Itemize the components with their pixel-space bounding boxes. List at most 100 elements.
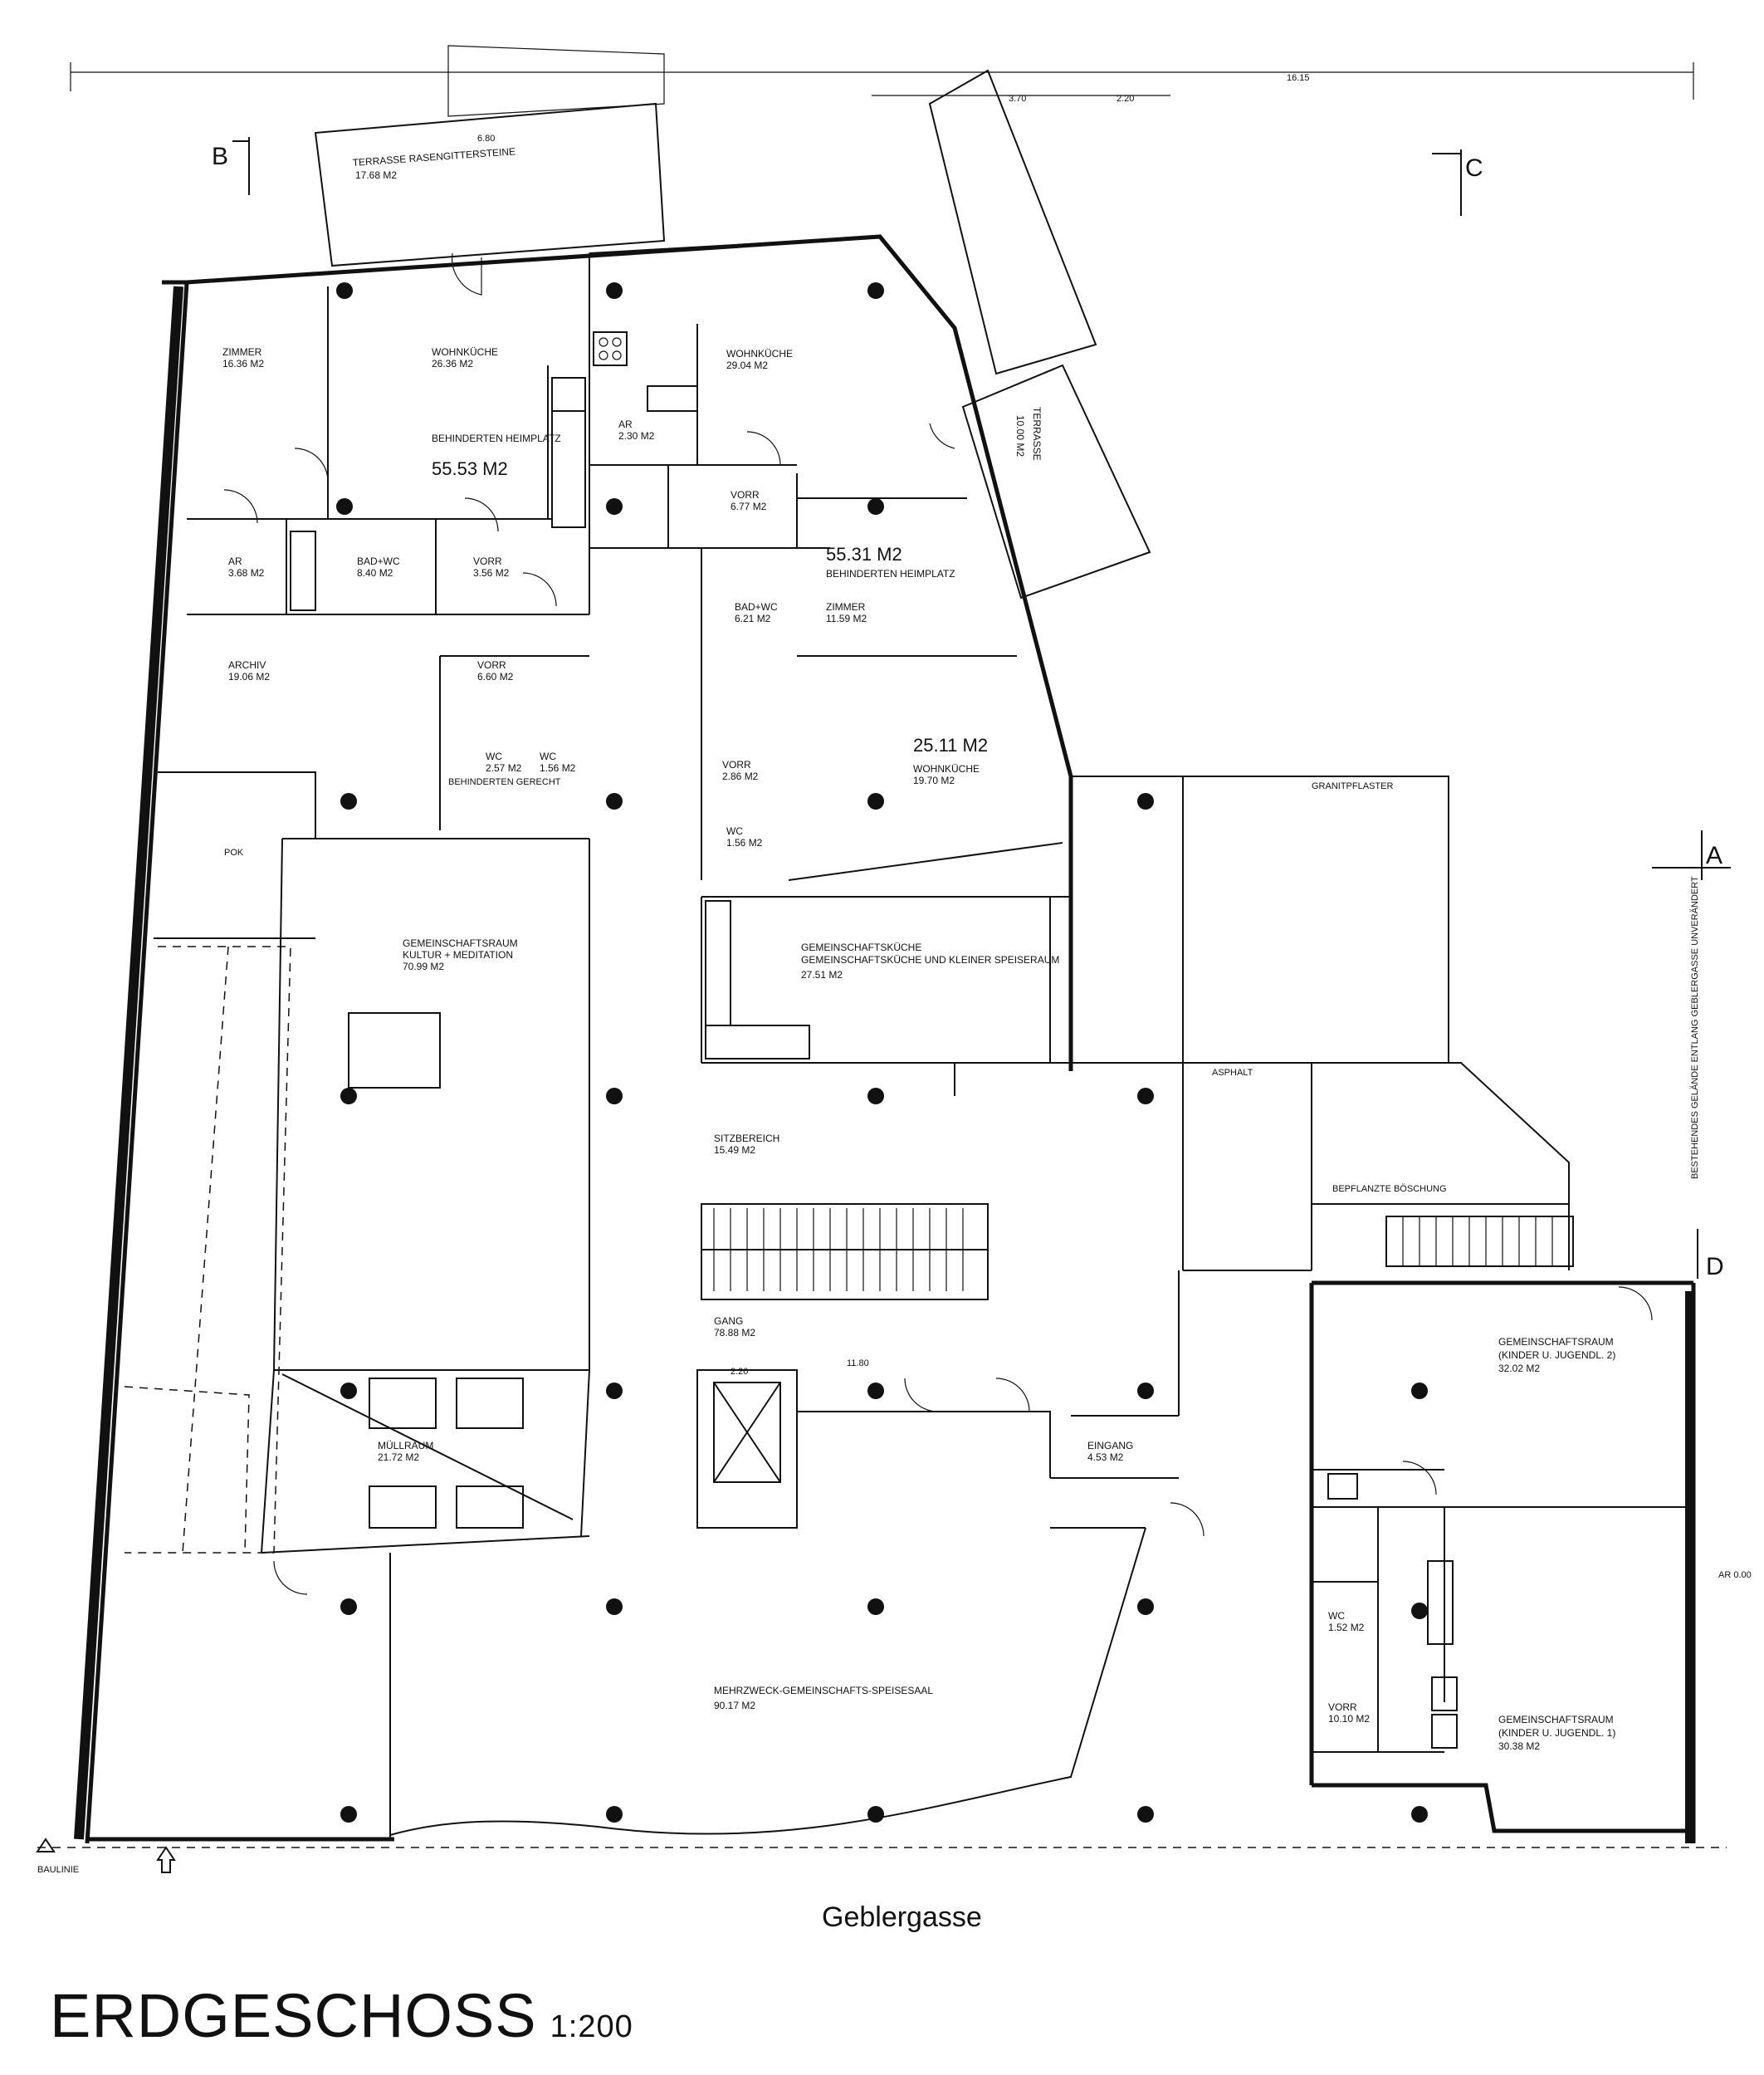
exterior-walls <box>74 234 1696 1844</box>
svg-text:3.56 M2: 3.56 M2 <box>473 567 510 579</box>
label-pok: POK <box>224 848 244 858</box>
room-wc-1: WC <box>486 751 502 762</box>
svg-text:10.00 M2: 10.00 M2 <box>1014 415 1026 457</box>
svg-text:2.57 M2: 2.57 M2 <box>486 762 522 774</box>
room-ar-1: AR <box>228 555 242 567</box>
room-bad-2: BAD+WC <box>735 601 778 613</box>
dim-3-70: 3.70 <box>1009 94 1026 104</box>
room-bad-1: BAD+WC <box>357 555 400 567</box>
room-wc-3: WC <box>726 825 743 837</box>
floor-plan: 16.15 3.70 2.20 B C A D 6.80 TERRASSE RA… <box>36 45 1752 1875</box>
label-granitpflaster: GRANITPFLASTER <box>1312 781 1393 791</box>
dim-16-15: 16.15 <box>1287 73 1310 83</box>
elevator <box>713 1382 781 1483</box>
misc-labels: GRANITPFLASTER ASPHALT BEPFLANZTE BÖSCHU… <box>37 781 1752 1875</box>
dim-11-80: 11.80 <box>847 1358 869 1368</box>
svg-text:1.56 M2: 1.56 M2 <box>540 762 576 774</box>
title-text: ERDGESCHOSS <box>50 1981 537 2050</box>
room-gemeinschaftsraum-kultur: GEMEINSCHAFTSRAUM <box>403 937 518 949</box>
room-ar-2: AR <box>618 418 633 430</box>
svg-text:55.53 M2: 55.53 M2 <box>432 458 508 479</box>
columns <box>336 282 1428 1823</box>
room-sitzbereich: SITZBEREICH <box>714 1133 779 1144</box>
svg-text:TERRASSE: TERRASSE <box>1031 407 1043 461</box>
section-marker-a: A <box>1652 830 1731 880</box>
dim-2-20-hall: 2.20 <box>731 1367 748 1377</box>
terrace-right: TERRASSE 10.00 M2 <box>928 69 1151 599</box>
svg-text:2.86 M2: 2.86 M2 <box>722 771 759 782</box>
room-labels: ZIMMER 16.36 M2 WOHNKÜCHE 26.36 M2 BEHIN… <box>222 346 1615 1752</box>
svg-text:6.60 M2: 6.60 M2 <box>477 671 514 683</box>
svg-text:10.10 M2: 10.10 M2 <box>1328 1713 1370 1725</box>
label-baulinie: BAULINIE <box>37 1865 79 1875</box>
svg-text:15.49 M2: 15.49 M2 <box>714 1144 755 1156</box>
svg-text:90.17 M2: 90.17 M2 <box>714 1700 755 1711</box>
svg-text:BEHINDERTEN HEIMPLATZ: BEHINDERTEN HEIMPLATZ <box>826 568 955 580</box>
svg-text:70.99 M2: 70.99 M2 <box>403 961 444 972</box>
top-dimension-line: 16.15 3.70 2.20 <box>70 62 1694 104</box>
terrace-top: 6.80 TERRASSE RASENGITTERSTEINE 17.68 M2 <box>314 45 666 267</box>
svg-text:BEHINDERTEN GERECHT: BEHINDERTEN GERECHT <box>448 777 561 787</box>
interior-walls <box>154 253 590 1554</box>
room-vorr-2: VORR <box>731 489 760 501</box>
room-eingang: EINGANG <box>1087 1440 1133 1451</box>
svg-text:21.72 M2: 21.72 M2 <box>378 1451 419 1463</box>
doors <box>223 252 1653 1595</box>
svg-text:11.59 M2: 11.59 M2 <box>826 613 867 624</box>
svg-text:(KINDER U. JUGENDL. 1): (KINDER U. JUGENDL. 1) <box>1498 1727 1615 1739</box>
svg-text:2.30 M2: 2.30 M2 <box>618 430 655 442</box>
label-side-note: BESTEHENDES GELÄNDE ENTLANG GEBLERGASSE … <box>1690 876 1700 1179</box>
svg-text:C: C <box>1465 154 1483 182</box>
room-wohnkueche-1: WOHNKÜCHE <box>432 346 498 358</box>
room-vorr-1: VORR <box>473 555 502 567</box>
label-ar-right: AR 0.00 <box>1718 1570 1752 1580</box>
svg-text:B: B <box>212 143 228 170</box>
interior-walls-middle <box>589 236 1071 1096</box>
street-name: Geblergasse <box>822 1901 982 1933</box>
svg-text:KULTUR + MEDITATION: KULTUR + MEDITATION <box>403 949 513 961</box>
svg-text:19.06 M2: 19.06 M2 <box>228 671 270 683</box>
svg-text:26.36 M2: 26.36 M2 <box>432 358 473 369</box>
room-zimmer-1: ZIMMER <box>222 346 262 358</box>
label-asphalt: ASPHALT <box>1212 1068 1253 1078</box>
room-vorr-3: VORR <box>477 659 506 671</box>
svg-text:A: A <box>1706 842 1722 869</box>
svg-text:17.68 M2: 17.68 M2 <box>355 169 397 181</box>
room-gang: GANG <box>714 1315 743 1327</box>
svg-text:3.68 M2: 3.68 M2 <box>228 567 265 579</box>
room-gemeinschaftskueche: GEMEINSCHAFTSKÜCHE <box>801 942 921 953</box>
room-kueche-label: GEMEINSCHAFTSKÜCHE UND KLEINER SPEISERAU… <box>801 954 1059 966</box>
svg-text:16.36 M2: 16.36 M2 <box>222 358 264 369</box>
room-kinder-1: GEMEINSCHAFTSRAUM <box>1498 1714 1614 1725</box>
baulinie <box>36 1838 1727 1873</box>
dim-2-20: 2.20 <box>1117 94 1134 104</box>
svg-text:19.70 M2: 19.70 M2 <box>913 775 955 786</box>
svg-text:4.53 M2: 4.53 M2 <box>1087 1451 1124 1463</box>
svg-text:27.51 M2: 27.51 M2 <box>801 969 843 981</box>
svg-text:6.80: 6.80 <box>477 134 495 144</box>
section-marker-d: D <box>1697 1229 1724 1280</box>
room-wohnkueche-3: WOHNKÜCHE <box>913 763 980 775</box>
hall-walls <box>389 1304 1179 1839</box>
room-wohnkueche-3-total: 25.11 M2 <box>913 735 988 756</box>
svg-text:78.88 M2: 78.88 M2 <box>714 1327 755 1338</box>
room-kinder-2: GEMEINSCHAFTSRAUM <box>1498 1336 1614 1348</box>
svg-text:6.21 M2: 6.21 M2 <box>735 613 771 624</box>
svg-text:1.52 M2: 1.52 M2 <box>1328 1622 1365 1633</box>
room-vorr-4: VORR <box>722 759 751 771</box>
svg-text:30.38 M2: 30.38 M2 <box>1498 1740 1540 1752</box>
room-muellraum: MÜLLRAUM <box>378 1440 433 1451</box>
svg-text:TERRASSE RASENGITTERSTEINE: TERRASSE RASENGITTERSTEINE <box>352 145 516 169</box>
svg-text:1.56 M2: 1.56 M2 <box>726 837 763 849</box>
svg-text:D: D <box>1706 1253 1724 1280</box>
svg-text:6.77 M2: 6.77 M2 <box>731 501 767 512</box>
room-zimmer-2-total: 55.31 M2 <box>826 544 902 565</box>
room-vorr-5: VORR <box>1328 1701 1357 1713</box>
room-archiv: ARCHIV <box>228 659 266 671</box>
svg-text:32.02 M2: 32.02 M2 <box>1498 1363 1540 1374</box>
room-speisesaal: MEHRZWECK-GEMEINSCHAFTS-SPEISESAAL <box>714 1685 933 1696</box>
stair <box>701 1203 1574 1300</box>
section-marker-c: C <box>1432 149 1483 216</box>
right-wing-walls <box>1312 1469 1693 1753</box>
